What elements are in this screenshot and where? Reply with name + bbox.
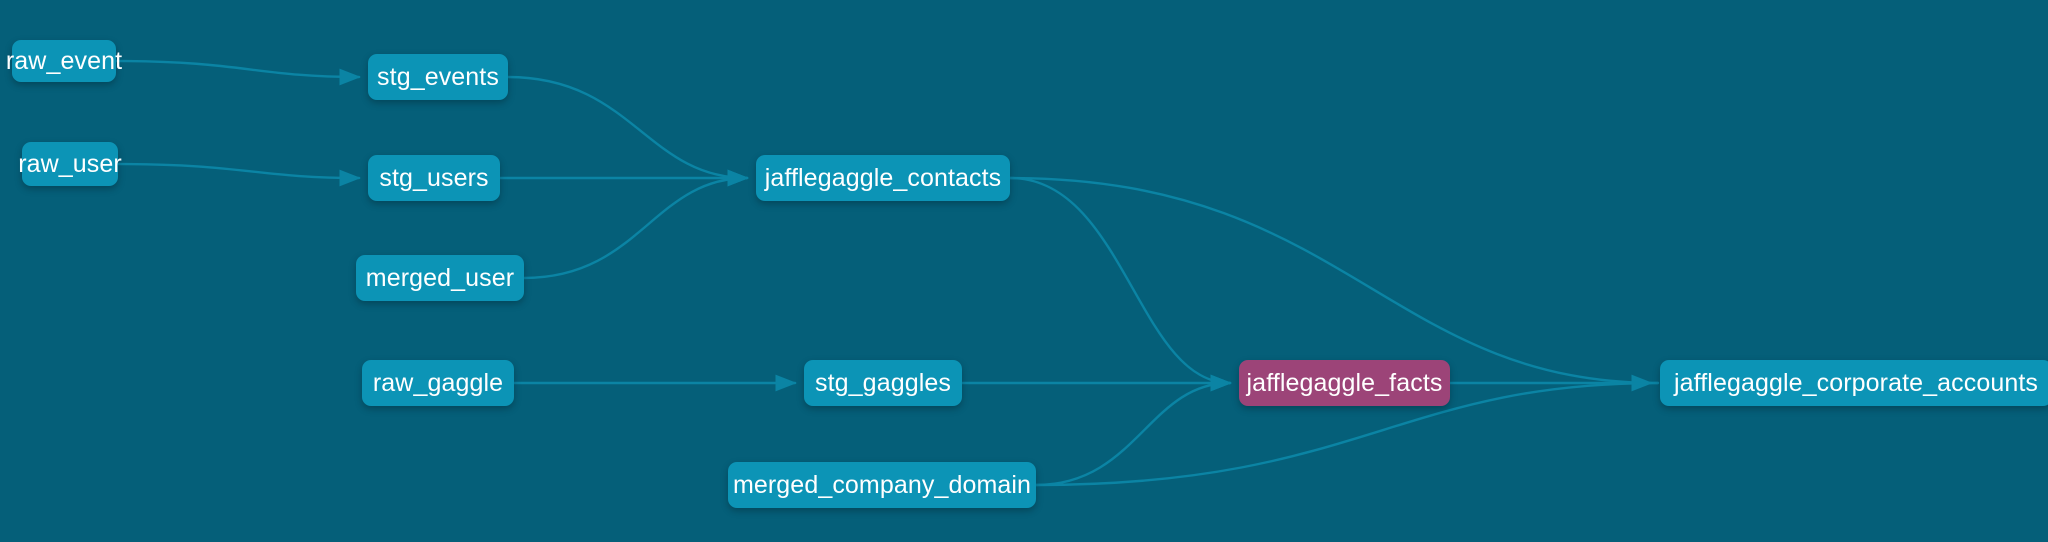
graph-node-raw_user[interactable]: raw_user [18, 142, 122, 186]
graph-node-stg_gaggles[interactable]: stg_gaggles [804, 360, 962, 406]
graph-node-raw_gaggle[interactable]: raw_gaggle [362, 360, 514, 406]
graph-edge-jafflegaggle_contacts-to-jafflegaggle_facts [1008, 176, 1232, 392]
graph-node-label: stg_events [377, 62, 499, 91]
graph-node-label: merged_company_domain [732, 470, 1032, 499]
graph-node-jafflegaggle_facts[interactable]: jafflegaggle_facts [1239, 360, 1450, 406]
graph-node-label: raw_gaggle [372, 368, 504, 397]
graph-edge-raw_user-to-stg_users [116, 162, 361, 187]
graph-node-label: stg_users [379, 163, 489, 192]
graph-node-merged_user[interactable]: merged_user [356, 255, 524, 301]
graph-node-stg_users[interactable]: stg_users [368, 155, 500, 201]
graph-edge-stg_events-to-jafflegaggle_contacts [506, 75, 749, 187]
graph-node-raw_event[interactable]: raw_event [6, 40, 122, 82]
graph-node-jafflegaggle_contacts[interactable]: jafflegaggle_contacts [756, 155, 1010, 201]
graph-node-label: jafflegaggle_contacts [764, 163, 1002, 192]
graph-edge-jafflegaggle_contacts-to-jafflegaggle_corporate_accounts [1008, 176, 1660, 385]
graph-node-label: raw_user [18, 149, 122, 178]
graph-node-label: jafflegaggle_corporate_accounts [1674, 368, 2039, 397]
graph-node-label: raw_event [5, 46, 123, 75]
graph-node-stg_events[interactable]: stg_events [368, 54, 508, 100]
graph-node-label: merged_user [365, 263, 515, 292]
graph-edge-merged_user-to-jafflegaggle_contacts [522, 169, 749, 280]
graph-node-merged_company_domain[interactable]: merged_company_domain [728, 462, 1036, 508]
graph-node-label: jafflegaggle_facts [1246, 368, 1443, 397]
graph-edge-raw_event-to-stg_events [114, 59, 361, 86]
graph-node-jafflegaggle_corporate_accounts[interactable]: jafflegaggle_corporate_accounts [1660, 360, 2048, 406]
graph-edge-merged_company_domain-to-jafflegaggle_facts [1034, 374, 1232, 487]
graph-node-label: stg_gaggles [815, 368, 951, 397]
